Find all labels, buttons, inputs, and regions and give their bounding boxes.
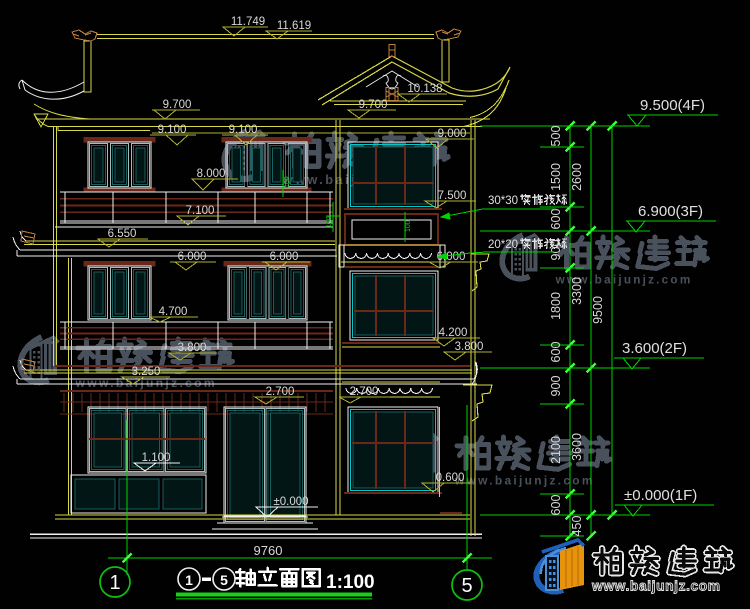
svg-text:1500: 1500 bbox=[549, 163, 563, 191]
svg-text:600: 600 bbox=[549, 342, 563, 363]
svg-text:±0.000: ±0.000 bbox=[273, 496, 308, 508]
svg-text:9760: 9760 bbox=[254, 543, 283, 558]
svg-text:8.000: 8.000 bbox=[197, 168, 226, 180]
svg-text:2.700: 2.700 bbox=[350, 386, 379, 398]
svg-text:900: 900 bbox=[549, 376, 563, 397]
svg-text:3.800: 3.800 bbox=[178, 342, 207, 354]
svg-text:600: 600 bbox=[549, 209, 563, 230]
svg-text:1800: 1800 bbox=[549, 292, 563, 320]
svg-text:7.500: 7.500 bbox=[438, 190, 467, 202]
svg-text:100: 100 bbox=[405, 220, 412, 232]
svg-text:100: 100 bbox=[326, 216, 333, 228]
svg-text:5: 5 bbox=[220, 572, 228, 588]
svg-text:www.baijunjz.com: www.baijunjz.com bbox=[555, 273, 693, 286]
svg-text:6.900(3F): 6.900(3F) bbox=[638, 203, 703, 220]
svg-text:9.500(4F): 9.500(4F) bbox=[640, 97, 705, 114]
svg-text:www.baijunjz.com: www.baijunjz.com bbox=[591, 579, 721, 594]
svg-text:11.619: 11.619 bbox=[277, 20, 311, 32]
svg-text:20*20: 20*20 bbox=[488, 239, 518, 251]
svg-text:6.550: 6.550 bbox=[108, 228, 137, 240]
svg-text:3.250: 3.250 bbox=[132, 366, 161, 378]
svg-text:11.749: 11.749 bbox=[231, 16, 265, 28]
svg-text:30*30: 30*30 bbox=[488, 195, 518, 207]
svg-text:4.700: 4.700 bbox=[159, 306, 188, 318]
svg-text:1: 1 bbox=[185, 572, 193, 588]
svg-text:7.100: 7.100 bbox=[186, 205, 215, 217]
svg-text:1: 1 bbox=[109, 572, 120, 594]
svg-text:9500: 9500 bbox=[591, 296, 605, 324]
svg-text:6.000: 6.000 bbox=[270, 251, 299, 263]
svg-text:9.100: 9.100 bbox=[158, 124, 187, 136]
svg-text:3.600(2F): 3.600(2F) bbox=[622, 340, 687, 357]
svg-text:100: 100 bbox=[284, 176, 291, 188]
svg-text:3300: 3300 bbox=[570, 277, 584, 305]
svg-text:0.600: 0.600 bbox=[436, 472, 465, 484]
svg-text:3.800: 3.800 bbox=[455, 341, 484, 353]
svg-text:www.baijunjz.com: www.baijunjz.com bbox=[454, 473, 595, 487]
svg-text:10.138: 10.138 bbox=[407, 83, 442, 95]
svg-text:1.100: 1.100 bbox=[142, 452, 171, 464]
svg-text:9.700: 9.700 bbox=[163, 99, 192, 111]
svg-text:9.000: 9.000 bbox=[438, 128, 467, 140]
svg-text:3600: 3600 bbox=[570, 433, 584, 461]
svg-text:600: 600 bbox=[549, 495, 563, 516]
svg-text:9.700: 9.700 bbox=[359, 99, 388, 111]
svg-text:1:100: 1:100 bbox=[326, 572, 375, 593]
svg-text:4.200: 4.200 bbox=[439, 327, 468, 339]
svg-text:2.700: 2.700 bbox=[266, 386, 295, 398]
svg-text:www.baijunjz.com: www.baijunjz.com bbox=[75, 376, 217, 390]
svg-text:2100: 2100 bbox=[549, 436, 563, 464]
svg-text:9.100: 9.100 bbox=[229, 124, 258, 136]
svg-text:±0.000(1F): ±0.000(1F) bbox=[624, 487, 697, 504]
svg-text:5: 5 bbox=[461, 575, 472, 597]
svg-text:6.000: 6.000 bbox=[178, 251, 207, 263]
svg-text:2600: 2600 bbox=[570, 163, 584, 191]
svg-text:450: 450 bbox=[570, 516, 584, 537]
svg-text:500: 500 bbox=[549, 126, 563, 147]
